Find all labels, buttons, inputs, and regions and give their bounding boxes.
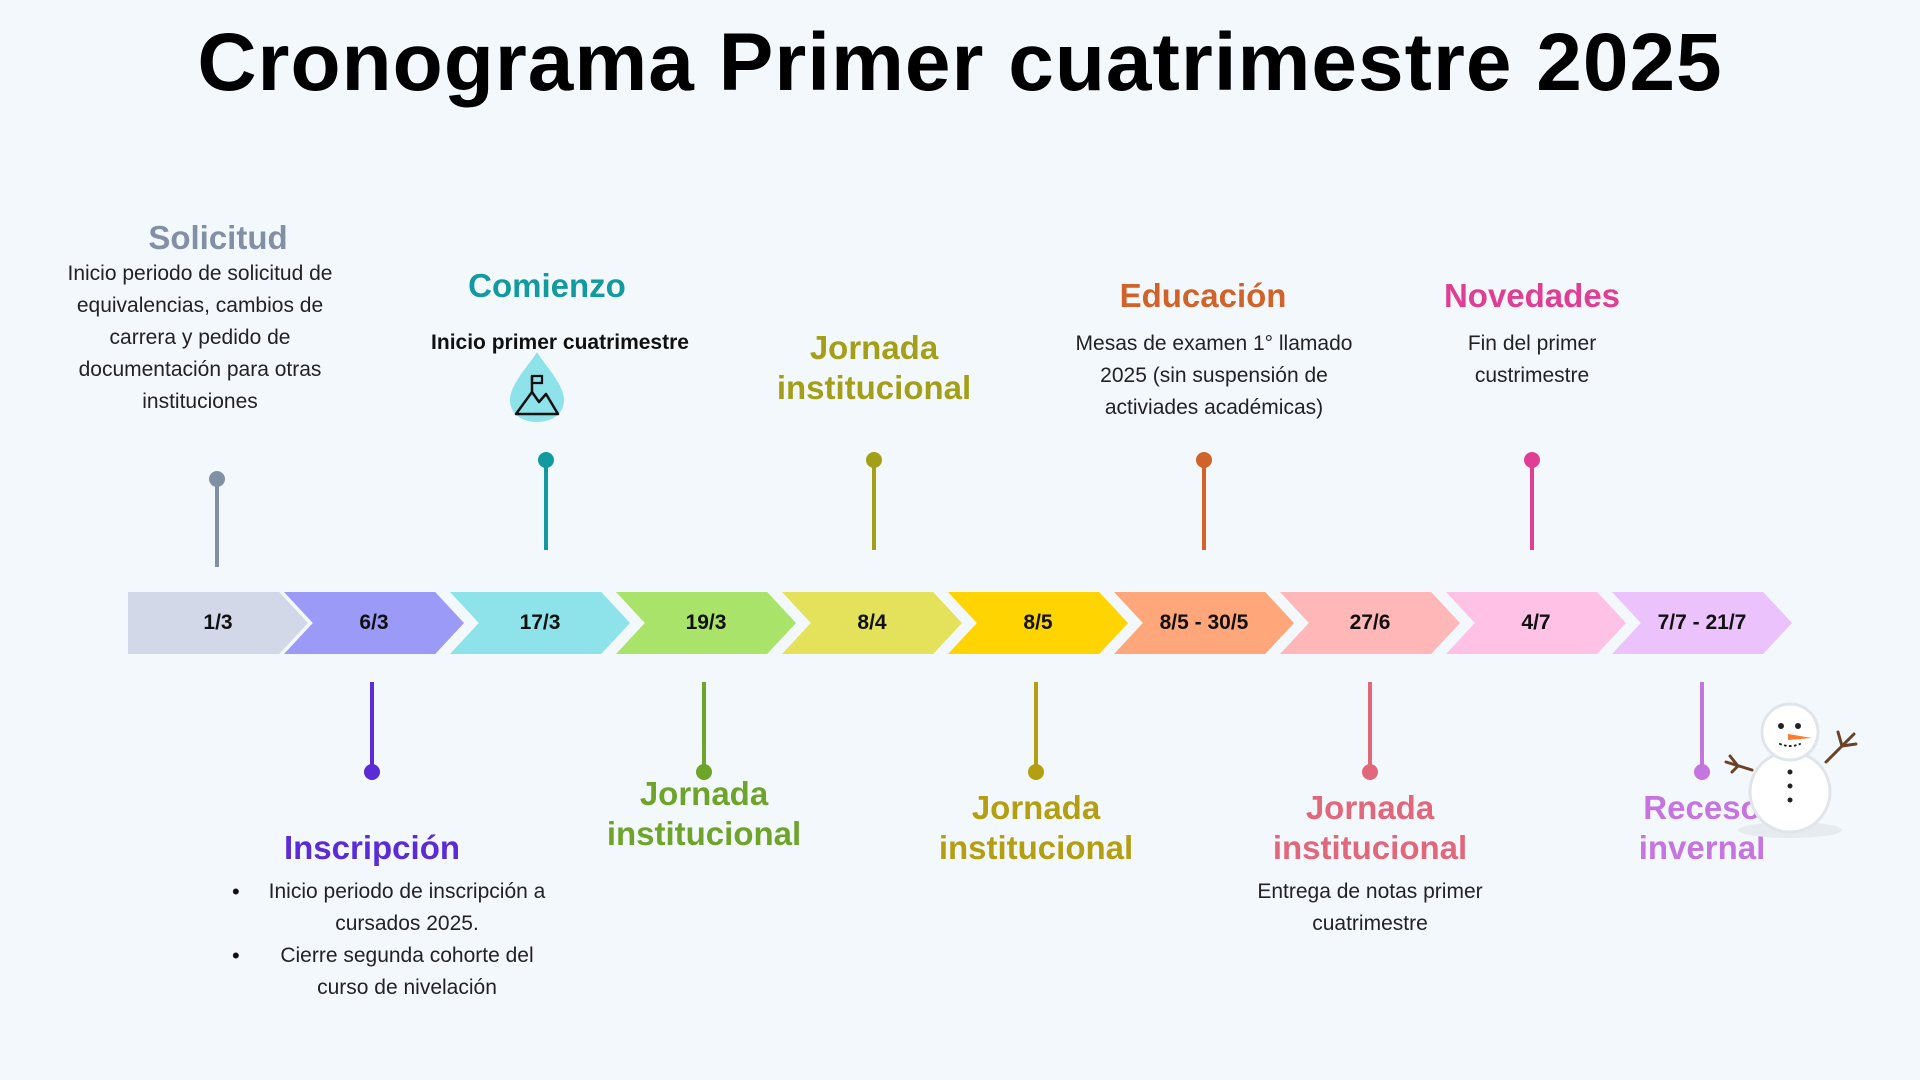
timeline-date: 8/4 (857, 611, 887, 634)
event-heading: Novedades (1443, 277, 1621, 314)
timeline-segment: 4/7 (1446, 592, 1626, 654)
event-heading: Receso invernal (1638, 789, 1766, 867)
timeline-date: 4/7 (1521, 611, 1551, 634)
marker-stem (872, 460, 876, 550)
timeline-date: 8/5 (1023, 611, 1053, 634)
event-description: Inicio primer cuatrimestre (431, 331, 689, 354)
event-list-item: Inicio periodo de inscripción a cursados… (232, 876, 552, 940)
event-heading: Inscripción (283, 829, 461, 866)
timeline-date: 19/3 (685, 611, 727, 634)
marker-stem (1530, 460, 1534, 550)
marker-stem (1034, 682, 1038, 772)
timeline-date: 8/5 - 30/5 (1159, 611, 1249, 634)
timeline-date: 7/7 - 21/7 (1657, 611, 1747, 634)
timeline-segment: 27/6 (1280, 592, 1460, 654)
timeline-date: 17/3 (519, 611, 561, 634)
event-heading: Jornada institucional (606, 775, 802, 853)
marker-dot (696, 764, 712, 780)
timeline-segment: 19/3 (616, 592, 796, 654)
event-heading: Jornada institucional (938, 789, 1134, 867)
mountain-flag-icon (510, 352, 564, 422)
timeline-date: 6/3 (359, 611, 389, 634)
timeline-segment: 8/5 (948, 592, 1128, 654)
marker-dot (1694, 764, 1710, 780)
event-description: Inicio periodo de solicitud de equivalen… (67, 262, 333, 413)
snowman-icon (1724, 702, 1858, 838)
timeline-segment: 8/5 - 30/5 (1114, 592, 1294, 654)
marker-dot (1028, 764, 1044, 780)
event-heading: Comienzo (468, 267, 626, 304)
marker-stem (215, 479, 219, 567)
event-heading: Jornada institucional (1272, 789, 1468, 867)
event-heading: Solicitud (148, 219, 288, 256)
marker-dot (364, 764, 380, 780)
marker-stem (1368, 682, 1372, 772)
timeline-segment: 1/3 (128, 592, 308, 654)
marker-stem (1700, 682, 1704, 772)
event-heading: Jornada institucional (776, 329, 972, 407)
event-description: Mesas de examen 1° llamado 2025 (sin sus… (1075, 332, 1353, 419)
marker-stem (702, 682, 706, 772)
event-description: Entrega de notas primer cuatrimestre (1257, 880, 1483, 935)
timeline-segment: 17/3 (450, 592, 630, 654)
event-list: Inicio periodo de inscripción a cursados… (232, 876, 552, 1004)
event-heading: Educación (1119, 277, 1287, 314)
timeline-date: 27/6 (1349, 611, 1391, 634)
event-description: Fin del primer custrimestre (1467, 332, 1597, 387)
event-list-item: Cierre segunda cohorte del curso de nive… (232, 940, 552, 1004)
timeline-date: 1/3 (203, 611, 233, 634)
marker-stem (544, 460, 548, 550)
marker-stem (370, 682, 374, 772)
page-title: Cronograma Primer cuatrimestre 2025 (197, 17, 1723, 108)
marker-dot (1362, 764, 1378, 780)
timeline-segment: 6/3 (284, 592, 464, 654)
timeline-segment: 7/7 - 21/7 (1612, 592, 1792, 654)
marker-stem (1202, 460, 1206, 550)
timeline-segment: 8/4 (782, 592, 962, 654)
